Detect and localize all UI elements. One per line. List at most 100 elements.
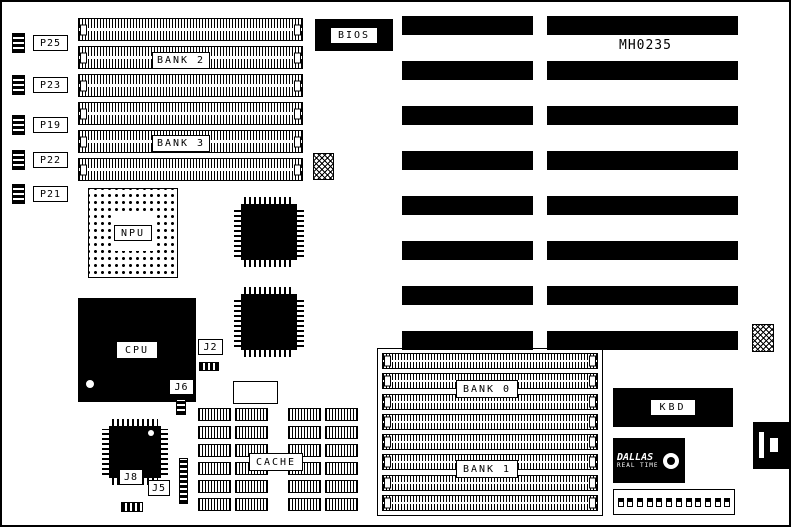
pin1-dot (148, 430, 154, 436)
jumper-j5-icon (179, 458, 188, 504)
cache-chip (198, 498, 231, 511)
chip-pins (161, 429, 168, 475)
power-connector-icon (313, 153, 334, 180)
keyboard-din-connector (753, 422, 789, 469)
connector-p25-icon (12, 33, 25, 53)
dip-switch-row (614, 497, 734, 507)
p22-label: P22 (33, 152, 68, 168)
chip-pins (234, 297, 241, 347)
connector-slot (770, 438, 778, 452)
isa-slot-bar (547, 331, 738, 350)
socket-end-cap (384, 456, 391, 468)
chip-pins (244, 350, 294, 357)
socket-end-cap (80, 136, 87, 147)
isa-slot-bar (547, 16, 738, 35)
jumper-j8-icon (121, 502, 143, 512)
connector-p19-icon (12, 115, 25, 135)
cache-chip (288, 426, 321, 439)
socket-end-cap (294, 164, 301, 175)
j2-label: J2 (198, 339, 223, 355)
chip-pins (102, 429, 109, 475)
socket-end-cap (384, 497, 391, 509)
isa-slot-bar (547, 196, 738, 215)
keyboard-controller-chip: KBD (613, 388, 733, 427)
socket-end-cap (80, 164, 87, 175)
chip-body (241, 294, 297, 350)
isa-slot-bar (402, 61, 533, 80)
cache-chip (325, 444, 358, 457)
chip-body (241, 204, 297, 260)
bank1-label: BANK 1 (456, 460, 518, 478)
socket-end-cap (80, 80, 87, 91)
cache-chip (235, 426, 268, 439)
cache-chip (325, 426, 358, 439)
cache-chip (235, 480, 268, 493)
simm-socket-row (78, 74, 303, 97)
socket-end-cap (80, 108, 87, 119)
chip-pins (112, 419, 158, 426)
dip-switch (627, 497, 634, 507)
isa-slot-bar (402, 106, 533, 125)
cache-chip (288, 498, 321, 511)
socket-end-cap (384, 375, 391, 387)
dip-switch (714, 497, 721, 507)
cache-chip (235, 498, 268, 511)
dip-switch (685, 497, 692, 507)
simm-socket-row (78, 18, 303, 41)
chip-pins (234, 207, 241, 257)
j5-label: J5 (148, 480, 170, 496)
chip-pins (244, 287, 294, 294)
dip-switch (656, 497, 663, 507)
isa-slot-bar (547, 106, 738, 125)
qfp-chip (234, 197, 304, 267)
jumper-j6-icon (176, 399, 186, 415)
simm-socket-row (382, 494, 598, 511)
simm-socket-row (382, 353, 598, 370)
simm-socket-row (382, 413, 598, 430)
socket-end-cap (80, 24, 87, 35)
npu-socket: NPU (88, 188, 178, 278)
cache-chip (325, 462, 358, 475)
socket-end-cap (589, 436, 596, 448)
pin1-dot (86, 380, 94, 388)
isa-slot-bar (402, 286, 533, 305)
dip-switch (646, 497, 653, 507)
p21-label: P21 (33, 186, 68, 202)
cache-chip (325, 480, 358, 493)
isa-slot-bar (402, 241, 533, 260)
bank0-label: BANK 0 (456, 380, 518, 398)
socket-end-cap (589, 456, 596, 468)
socket-end-cap (294, 24, 301, 35)
isa-slot-bar (547, 151, 738, 170)
cache-chip (198, 426, 231, 439)
cache-chip (288, 408, 321, 421)
isa-slot-bar (402, 331, 533, 350)
socket-end-cap (294, 52, 301, 63)
empty-socket (233, 381, 278, 404)
connector-p22-icon (12, 150, 25, 170)
socket-end-cap (589, 375, 596, 387)
socket-end-cap (589, 416, 596, 428)
kbd-label: KBD (650, 399, 696, 416)
rtc-brand-label: DALLAS (617, 451, 654, 463)
chip-pins (244, 197, 294, 204)
isa-slot-bar (547, 61, 738, 80)
cache-chip (288, 480, 321, 493)
socket-end-cap (384, 477, 391, 489)
dip-switch (637, 497, 644, 507)
socket-end-cap (589, 477, 596, 489)
connector-p23-icon (12, 75, 25, 95)
edge-connector-icon (752, 324, 774, 352)
bank3-label: BANK 3 (152, 135, 210, 152)
simm-socket-row (78, 158, 303, 181)
rtc-type-label: REAL TIME (617, 461, 659, 469)
chip-pins (297, 207, 304, 257)
isa-slot-bar (402, 196, 533, 215)
dip-switch (617, 497, 624, 507)
socket-end-cap (384, 436, 391, 448)
cache-chip (198, 444, 231, 457)
socket-end-cap (589, 396, 596, 408)
cache-label: CACHE (249, 453, 303, 471)
isa-slot-bar (547, 241, 738, 260)
model-number-label: MH0235 (619, 38, 672, 53)
